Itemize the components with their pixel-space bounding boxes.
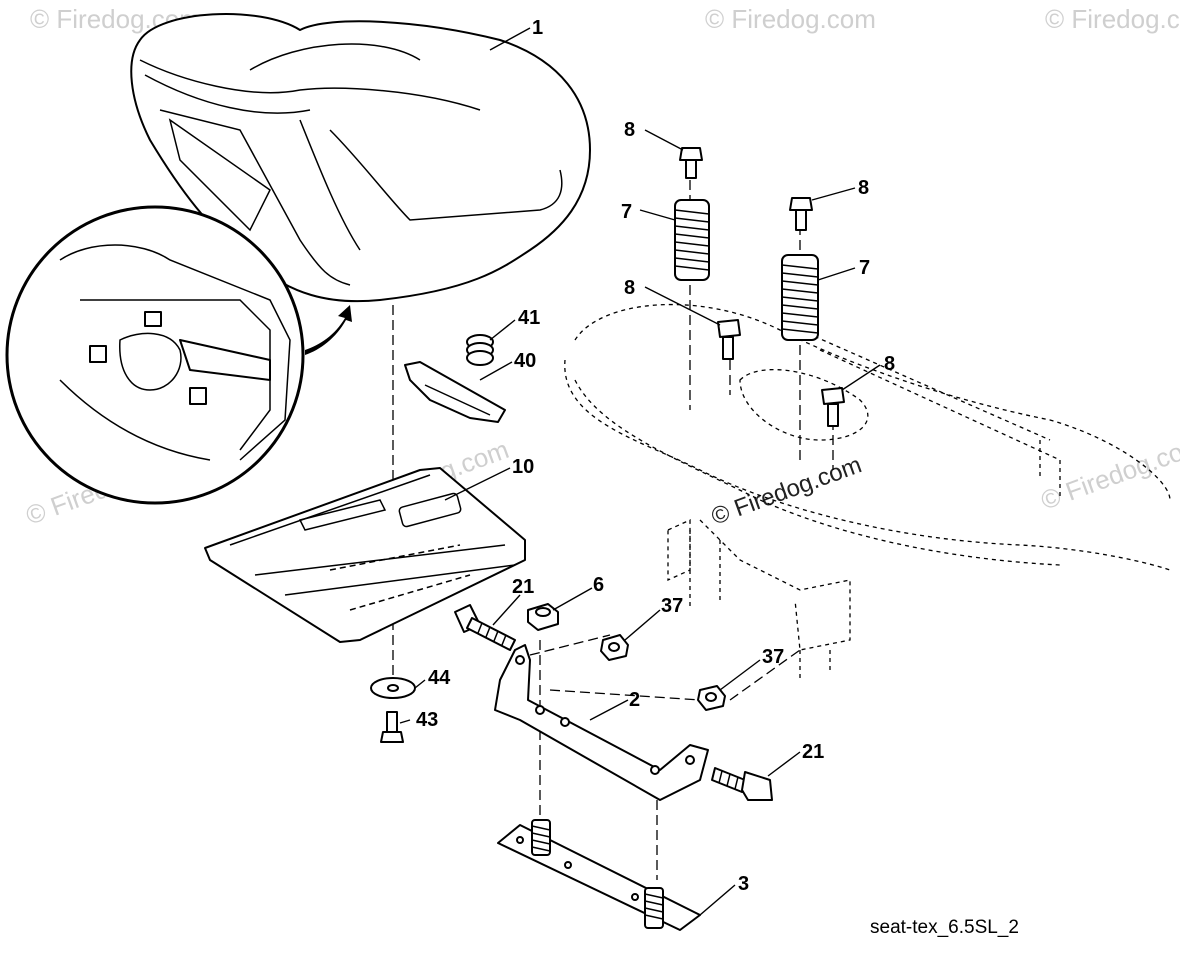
callout-clip-40: 40 <box>514 350 536 372</box>
watermark-right: © Firedog.com <box>1037 429 1180 516</box>
watermark-center: © Firedog.com <box>708 451 865 530</box>
callout-seat-pan: 10 <box>512 456 534 478</box>
tractor-frame-outline <box>564 303 1171 680</box>
spring-41[interactable] <box>466 334 494 366</box>
inset-detail-circle <box>5 205 305 505</box>
bolt-top-left[interactable] <box>679 147 703 179</box>
nut-37-top[interactable] <box>600 634 629 661</box>
callout-spring-left: 7 <box>621 201 632 223</box>
callout-washer-44: 44 <box>428 667 451 689</box>
callout-nut-37-bottom: 37 <box>762 646 784 668</box>
base-plate[interactable] <box>497 819 701 931</box>
bolt-21-right[interactable] <box>711 767 773 801</box>
inset-arrow <box>305 305 352 355</box>
callout-bolt-21-right: 21 <box>802 741 824 763</box>
seat-pan[interactable] <box>204 467 526 643</box>
spring-left[interactable] <box>674 199 710 281</box>
bracket[interactable] <box>494 644 709 801</box>
leader-lines <box>399 27 881 916</box>
bolt-mid-right[interactable] <box>821 387 845 427</box>
bolt-mid-left[interactable] <box>717 319 741 360</box>
callout-base-plate: 3 <box>738 873 749 895</box>
screw-43[interactable] <box>380 711 404 743</box>
bolt-top-right[interactable] <box>789 197 813 231</box>
watermark-top-right: © Firedog.com <box>1045 4 1180 34</box>
callout-seat: 1 <box>532 17 543 39</box>
diagram-caption: seat-tex_6.5SL_2 <box>870 917 1019 938</box>
clip-40[interactable] <box>404 361 506 423</box>
nut-6[interactable] <box>527 603 559 631</box>
callout-nut-37-top: 37 <box>661 595 683 617</box>
callout-screw-43: 43 <box>416 709 438 731</box>
callout-bolt-top-right: 8 <box>858 177 869 199</box>
seat[interactable] <box>130 12 591 303</box>
callout-nut-6: 6 <box>593 574 604 596</box>
watermark-top-middle: © Firedog.com <box>705 4 876 34</box>
callout-bolt-21-left: 21 <box>512 576 534 598</box>
callout-spring-41: 41 <box>518 307 540 329</box>
callout-bracket: 2 <box>629 689 640 711</box>
callout-spring-right: 7 <box>859 257 870 279</box>
nut-37-bottom[interactable] <box>697 685 726 711</box>
spring-right[interactable] <box>781 254 819 341</box>
bolt-21-left[interactable] <box>454 604 516 651</box>
callout-bolt-mid-left: 8 <box>624 277 635 299</box>
callout-labels: 1 8 7 8 7 8 8 41 40 10 21 6 37 37 2 21 4… <box>416 17 895 895</box>
callout-bolt-mid-right: 8 <box>884 353 895 375</box>
callout-bolt-top-left: 8 <box>624 119 635 141</box>
washer-44[interactable] <box>370 677 416 699</box>
